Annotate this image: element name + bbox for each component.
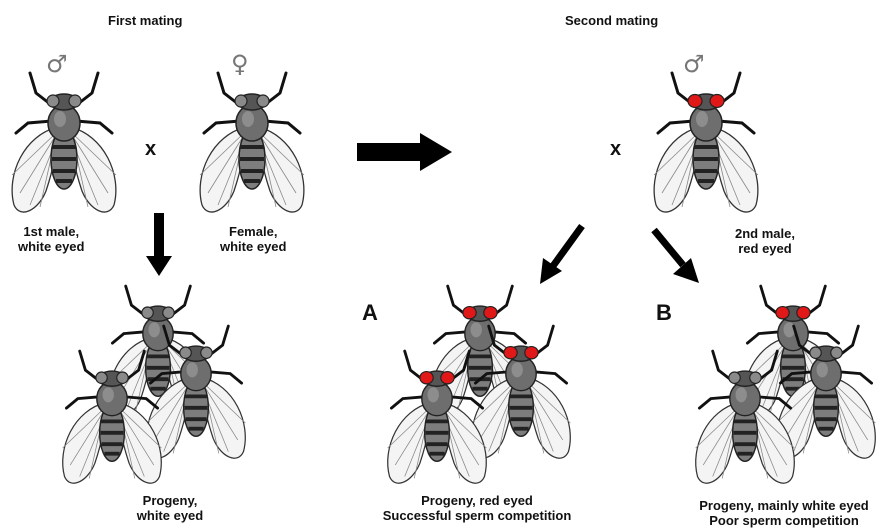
- outcome-letter-b: B: [656, 300, 672, 326]
- label-progeny-white-line2: white eyed: [125, 508, 215, 523]
- label-female-line1: Female,: [220, 224, 286, 239]
- male-symbol-icon-second: ♂: [683, 52, 705, 76]
- arrow-to-progeny-white: [146, 213, 172, 276]
- fly-female: [200, 73, 304, 212]
- female-symbol-icon: ♀: [231, 52, 249, 76]
- label-first-male: 1st male, white eyed: [18, 224, 84, 254]
- label-progeny-red-line1: Progeny, red eyed: [368, 493, 586, 508]
- male-symbol-icon: ♂: [46, 52, 68, 76]
- heading-second-mating: Second mating: [565, 13, 658, 28]
- label-progeny-mainly-white-line1: Progeny, mainly white eyed: [686, 498, 882, 513]
- outcome-letter-a: A: [362, 300, 378, 326]
- label-second-male-line1: 2nd male,: [735, 226, 795, 241]
- arrow-to-outcome-b: [654, 230, 683, 265]
- label-first-male-line2: white eyed: [18, 239, 84, 254]
- cross-symbol-second: x: [610, 138, 621, 161]
- label-progeny-mainly-white: Progeny, mainly white eyed Poor sperm co…: [686, 498, 882, 528]
- label-first-male-line1: 1st male,: [18, 224, 84, 239]
- label-progeny-white: Progeny, white eyed: [125, 493, 215, 523]
- label-progeny-red-line2: Successful sperm competition: [368, 508, 586, 523]
- label-second-male: 2nd male, red eyed: [735, 226, 795, 256]
- arrow-to-outcome-a: [553, 226, 582, 266]
- fly-second-male: [654, 73, 758, 212]
- label-progeny-white-line1: Progeny,: [125, 493, 215, 508]
- progeny-group-white: [63, 286, 246, 483]
- label-progeny-red: Progeny, red eyed Successful sperm compe…: [368, 493, 586, 523]
- label-progeny-mainly-white-line2: Poor sperm competition: [686, 513, 882, 528]
- progeny-group-mainly-white: [696, 286, 876, 483]
- heading-first-mating: First mating: [108, 13, 182, 28]
- label-second-male-line2: red eyed: [735, 241, 795, 256]
- progeny-group-red: [388, 286, 571, 483]
- diagonal-arrows: [540, 226, 699, 284]
- arrow-to-second-mating: [357, 133, 452, 171]
- cross-symbol-first: x: [145, 138, 156, 161]
- label-female: Female, white eyed: [220, 224, 286, 254]
- label-female-line2: white eyed: [220, 239, 286, 254]
- fly-first-male: [12, 73, 116, 212]
